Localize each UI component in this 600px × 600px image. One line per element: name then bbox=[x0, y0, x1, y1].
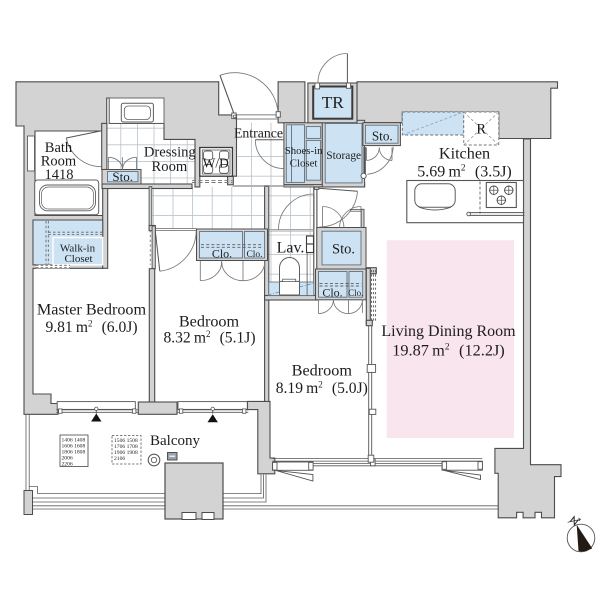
svg-text:Closet: Closet bbox=[290, 157, 318, 169]
svg-text:R: R bbox=[476, 122, 486, 138]
svg-text:1418: 1418 bbox=[45, 167, 74, 183]
svg-text:Bedroom: Bedroom bbox=[179, 313, 240, 331]
svg-text:19.87 m2 (12.2J): 19.87 m2 (12.2J) bbox=[392, 341, 504, 360]
svg-text:Entrance: Entrance bbox=[234, 125, 283, 140]
svg-text:Bedroom: Bedroom bbox=[292, 362, 353, 380]
svg-text:Clo.: Clo. bbox=[348, 288, 363, 298]
svg-text:Walk-in: Walk-in bbox=[60, 243, 96, 255]
svg-text:Kitchen: Kitchen bbox=[439, 145, 490, 163]
svg-text:Clo.: Clo. bbox=[322, 285, 342, 299]
svg-text:5.69 m2 (3.5J): 5.69 m2 (3.5J) bbox=[417, 164, 512, 181]
svg-text:TR: TR bbox=[322, 93, 345, 112]
svg-text:W/D: W/D bbox=[203, 156, 229, 171]
svg-text:Closet: Closet bbox=[64, 253, 92, 265]
svg-text:Lav.: Lav. bbox=[277, 240, 305, 257]
svg-text:Room: Room bbox=[152, 159, 188, 175]
svg-text:Living Dining Room: Living Dining Room bbox=[381, 323, 516, 340]
svg-text:8.19 m2 (5.0J): 8.19 m2 (5.0J) bbox=[276, 379, 368, 397]
svg-text:Storage: Storage bbox=[326, 150, 361, 162]
svg-text:1906 1908: 1906 1908 bbox=[114, 450, 138, 456]
svg-text:Sto.: Sto. bbox=[372, 129, 393, 144]
svg-text:Shoes-in: Shoes-in bbox=[285, 145, 323, 157]
svg-text:Room: Room bbox=[41, 154, 77, 170]
svg-text:1506 1508: 1506 1508 bbox=[114, 438, 138, 444]
svg-text:1706 1708: 1706 1708 bbox=[114, 444, 138, 450]
svg-text:Balcony: Balcony bbox=[150, 433, 200, 449]
svg-text:Master Bedroom: Master Bedroom bbox=[37, 301, 147, 319]
svg-text:Sto.: Sto. bbox=[332, 242, 355, 258]
svg-text:Dressing: Dressing bbox=[144, 145, 197, 161]
svg-text:Clo.: Clo. bbox=[212, 247, 232, 261]
svg-text:Bath: Bath bbox=[45, 140, 73, 156]
svg-text:1806 1808: 1806 1808 bbox=[62, 449, 86, 455]
svg-text:1406 1408: 1406 1408 bbox=[62, 438, 86, 444]
svg-text:2006: 2006 bbox=[62, 455, 73, 461]
svg-text:2206: 2206 bbox=[62, 461, 73, 467]
svg-text:Clo.: Clo. bbox=[246, 250, 262, 260]
svg-text:Sto.: Sto. bbox=[112, 169, 133, 184]
svg-text:1606 1608: 1606 1608 bbox=[62, 443, 86, 449]
svg-text:9.81 m2 (6.0J): 9.81 m2 (6.0J) bbox=[45, 318, 137, 336]
svg-text:8.32 m2 (5.1J): 8.32 m2 (5.1J) bbox=[163, 329, 255, 347]
svg-text:2106: 2106 bbox=[114, 456, 125, 462]
